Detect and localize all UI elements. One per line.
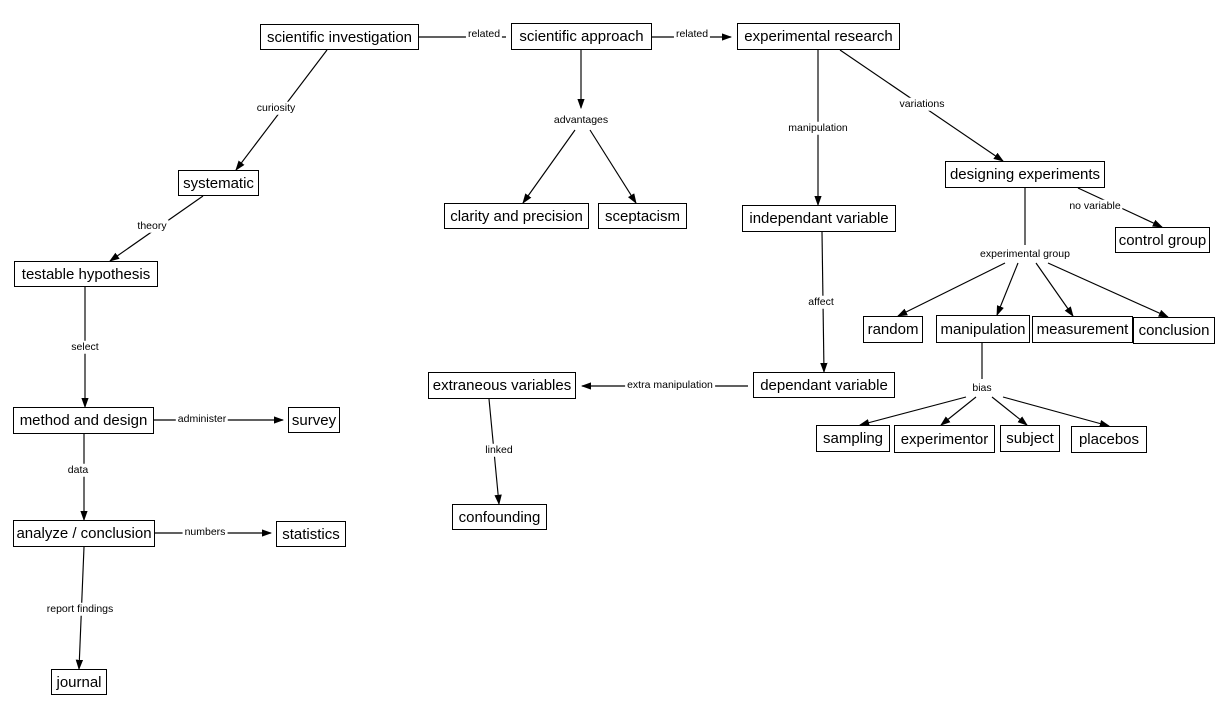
node-scientific-investigation[interactable]: scientific investigation bbox=[260, 24, 419, 50]
edge-label-e-si-sa: related bbox=[465, 27, 503, 41]
node-manipulation[interactable]: manipulation bbox=[936, 315, 1030, 343]
node-clarity-and-precision[interactable]: clarity and precision bbox=[444, 203, 589, 229]
node-systematic[interactable]: systematic bbox=[178, 170, 259, 196]
edge-label-e-si-sys: curiosity bbox=[254, 101, 298, 115]
edge-e-bias-sj bbox=[991, 396, 1028, 426]
edge-label-e-ac-jr: report findings bbox=[44, 602, 116, 616]
edge-label-e-de-cg: no variable bbox=[1067, 199, 1123, 213]
edge-label-e-er-de: variations bbox=[897, 97, 947, 111]
node-statistics[interactable]: statistics bbox=[276, 521, 346, 547]
edge-e-eg-cn bbox=[1047, 262, 1170, 318]
node-dependant-variable[interactable]: dependant variable bbox=[753, 372, 895, 398]
node-analyze-conclusion[interactable]: analyze / conclusion bbox=[13, 520, 155, 547]
edge-e-bias-sp bbox=[858, 396, 967, 427]
node-survey[interactable]: survey bbox=[288, 407, 340, 433]
node-independant-variable[interactable]: independant variable bbox=[742, 205, 896, 232]
node-journal[interactable]: journal bbox=[51, 669, 107, 695]
edge-e-bias-ex bbox=[940, 396, 977, 426]
node-experimental-research[interactable]: experimental research bbox=[737, 23, 900, 50]
node-sceptacism[interactable]: sceptacism bbox=[598, 203, 687, 229]
edge-label-e-sa-er: related bbox=[673, 27, 711, 41]
node-random[interactable]: random bbox=[863, 316, 923, 343]
node-sampling[interactable]: sampling bbox=[816, 425, 890, 452]
edge-e-eg-mn bbox=[996, 262, 1019, 317]
edge-label-e-er-iv: manipulation bbox=[786, 121, 850, 135]
node-extraneous-variables[interactable]: extraneous variables bbox=[428, 372, 576, 399]
edge-label-e-mn-bias: bias bbox=[970, 381, 994, 395]
node-confounding[interactable]: confounding bbox=[452, 504, 547, 530]
node-control-group[interactable]: control group bbox=[1115, 227, 1210, 253]
node-testable-hypothesis[interactable]: testable hypothesis bbox=[14, 261, 158, 287]
node-experimentor[interactable]: experimentor bbox=[894, 425, 995, 453]
edge-label-e-iv-dv: affect bbox=[806, 295, 836, 309]
node-subject[interactable]: subject bbox=[1000, 425, 1060, 452]
edge-label-e-dv-ex: extra manipulation bbox=[625, 378, 715, 392]
node-designing-experiments[interactable]: designing experiments bbox=[945, 161, 1105, 188]
edge-e-eg-ms bbox=[1035, 262, 1074, 317]
edge-e-adv-sc bbox=[589, 129, 637, 204]
edge-label-e-sa-adv: advantages bbox=[551, 113, 611, 127]
edge-label-e-th-md: select bbox=[69, 340, 101, 354]
edge-label-e-ex-cf: linked bbox=[483, 443, 515, 457]
node-placebos[interactable]: placebos bbox=[1071, 426, 1147, 453]
node-conclusion[interactable]: conclusion bbox=[1133, 317, 1215, 344]
edge-e-bias-pl bbox=[1002, 396, 1111, 428]
edge-label-e-de-eg: experimental group bbox=[978, 247, 1072, 261]
edge-label-e-md-ac: data bbox=[65, 463, 91, 477]
edge-label-e-sys-th: theory bbox=[135, 219, 169, 233]
node-method-and-design[interactable]: method and design bbox=[13, 407, 154, 434]
edge-e-eg-rn bbox=[896, 262, 1006, 317]
edge-label-e-md-sv: administer bbox=[175, 412, 229, 426]
node-measurement[interactable]: measurement bbox=[1032, 316, 1133, 343]
node-scientific-approach[interactable]: scientific approach bbox=[511, 23, 652, 50]
edge-label-e-ac-st: numbers bbox=[182, 525, 228, 539]
edge-e-adv-cp bbox=[522, 129, 576, 204]
